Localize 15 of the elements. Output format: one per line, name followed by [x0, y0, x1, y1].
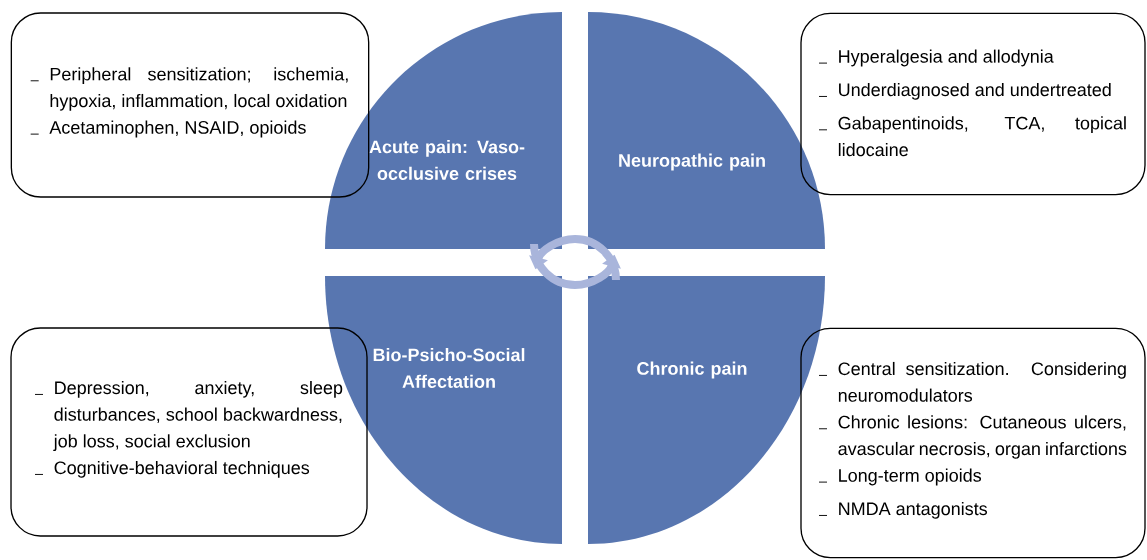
bullet-text: Cognitive-behavioral techniques: [54, 460, 310, 478]
rounded-box: [10, 327, 368, 537]
bullet-text: NMDA antagonists: [839, 501, 988, 519]
rounded-box: [800, 327, 1146, 559]
bullet-text: Chronic lesions: Cutaneous ulcers, avascular necrosis, organ infarctions: [838, 415, 1127, 459]
bullet-text: Hyperalgesia and allodynia: [839, 49, 1054, 67]
bullet-text: Long-term opioids: [839, 468, 982, 486]
bullet-text: Gabapentinoids, TCA, topical lidocaine: [838, 116, 1126, 157]
rounded-box: [800, 12, 1146, 196]
bullet-text: Underdiagnosed and undertreated: [839, 82, 1111, 100]
quadrant-segment: Chronic pain: [588, 276, 825, 544]
rounded-box: [10, 12, 370, 198]
quadrant-segment: Neuropathic pain: [588, 12, 825, 249]
bullet-text: Central sensitization. Considering neuromodulators: [838, 361, 1126, 402]
bullet-text: Acetaminophen, NSAID, opioids: [49, 120, 306, 138]
